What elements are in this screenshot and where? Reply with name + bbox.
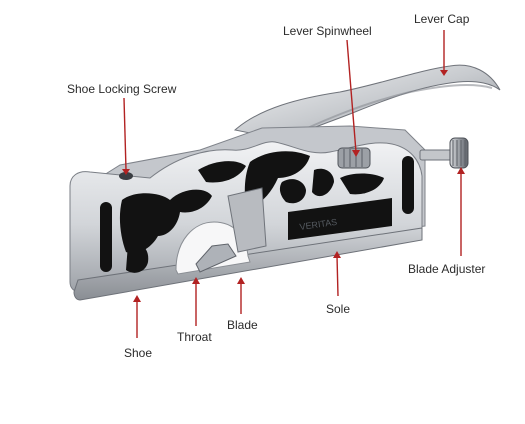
- sole-engraving-plate: [288, 198, 392, 240]
- frog-shape: [227, 187, 267, 253]
- arrow-blade-adjuster: [457, 167, 465, 174]
- label-blade: Blade: [227, 318, 258, 332]
- arrow-shoe: [133, 295, 141, 302]
- label-lever-cap: Lever Cap: [414, 12, 470, 26]
- label-lever-spinwheel: Lever Spinwheel: [283, 24, 372, 38]
- blade-adjuster-shape: [419, 137, 469, 169]
- leader-lever-spinwheel: [346, 39, 357, 153]
- arrow-sole: [333, 251, 341, 258]
- arrow-blade: [237, 277, 245, 284]
- label-blade-adjuster: Blade Adjuster: [408, 262, 486, 276]
- arrow-lever-cap: [440, 70, 448, 76]
- leader-shoe-locking-screw: [123, 97, 127, 171]
- label-shoe: Shoe: [124, 346, 153, 360]
- arrow-throat: [192, 277, 200, 284]
- shoe-locking-screw-slot: [119, 172, 133, 180]
- arrow-shoe-locking-screw: [122, 169, 130, 175]
- label-sole: Sole: [326, 302, 351, 316]
- lever-cap-shadow: [289, 84, 493, 137]
- arrow-lever-spinwheel: [352, 150, 360, 157]
- leader-sole: [336, 255, 339, 297]
- label-shoe-locking-screw: Shoe Locking Screw: [67, 82, 177, 96]
- lever-cap-shape: [233, 64, 501, 141]
- leader-lines: [123, 30, 462, 338]
- plane-sole: [73, 227, 423, 301]
- decorative-inserts: [100, 151, 414, 273]
- blade-shape: [195, 243, 237, 273]
- lever-spinwheel-shape: [337, 147, 371, 169]
- label-throat: Throat: [177, 330, 212, 344]
- leader-arrowheads: [122, 70, 465, 302]
